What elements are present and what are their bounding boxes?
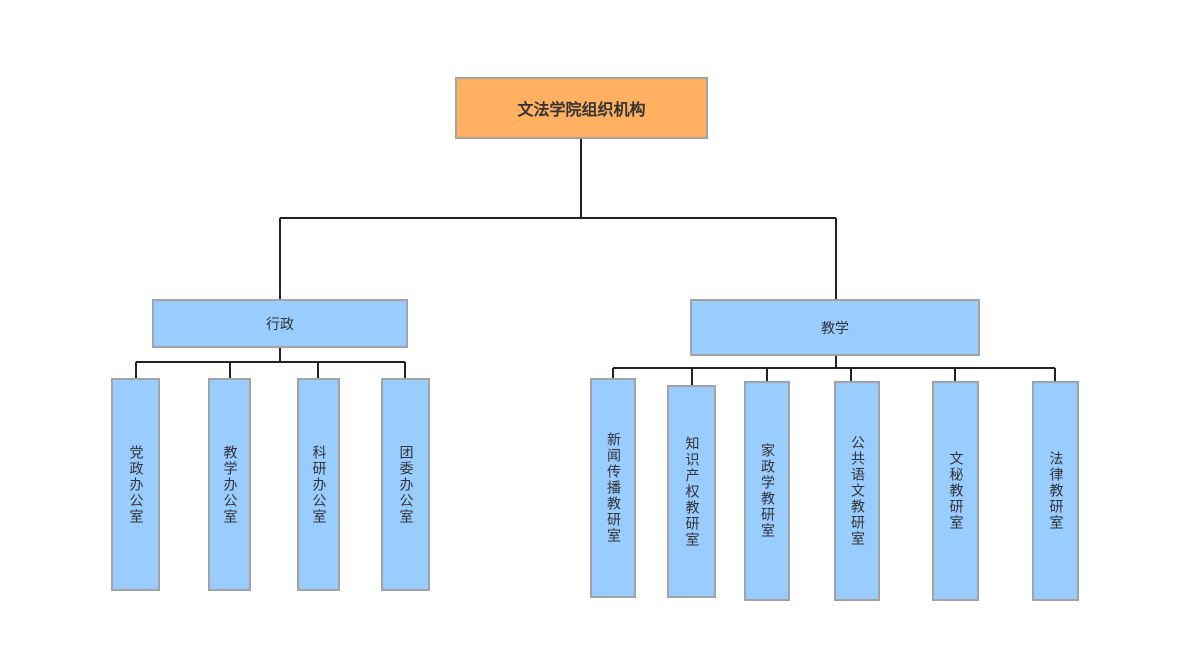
leaf-node-public-chinese: 公共语文教研室 bbox=[834, 381, 880, 601]
leaf-node-label: 新闻传播教研室 bbox=[605, 432, 621, 544]
leaf-node-label: 文秘教研室 bbox=[947, 451, 964, 531]
leaf-node-label: 家政学教研室 bbox=[759, 443, 775, 539]
root-node: 文法学院组织机构 bbox=[455, 77, 708, 139]
leaf-node-label: 公共语文教研室 bbox=[849, 435, 865, 547]
leaf-node-ip: 知识产权教研室 bbox=[667, 385, 716, 598]
branch-node-teaching: 教学 bbox=[690, 299, 980, 356]
leaf-node-secretarial: 文秘教研室 bbox=[932, 381, 979, 601]
leaf-node-law: 法律教研室 bbox=[1032, 381, 1079, 601]
branch-node-label: 行政 bbox=[266, 316, 294, 333]
root-node-label: 文法学院组织机构 bbox=[517, 100, 646, 119]
branch-node-admin: 行政 bbox=[152, 299, 408, 348]
leaf-node-label: 教学办公室 bbox=[221, 444, 238, 525]
leaf-node-journalism: 新闻传播教研室 bbox=[590, 378, 636, 598]
leaf-node-home-economics: 家政学教研室 bbox=[744, 381, 790, 601]
leaf-node-label: 党政办公室 bbox=[127, 444, 144, 525]
leaf-node-label: 团委办公室 bbox=[397, 444, 414, 525]
branch-node-label: 教学 bbox=[821, 320, 849, 337]
leaf-node-party-office: 党政办公室 bbox=[111, 378, 160, 591]
leaf-node-league-office: 团委办公室 bbox=[381, 378, 430, 591]
leaf-node-label: 法律教研室 bbox=[1047, 451, 1064, 531]
leaf-node-teaching-office: 教学办公室 bbox=[208, 378, 251, 591]
leaf-node-label: 科研办公室 bbox=[310, 444, 327, 525]
leaf-node-research-office: 科研办公室 bbox=[297, 378, 340, 591]
leaf-node-label: 知识产权教研室 bbox=[683, 435, 700, 548]
